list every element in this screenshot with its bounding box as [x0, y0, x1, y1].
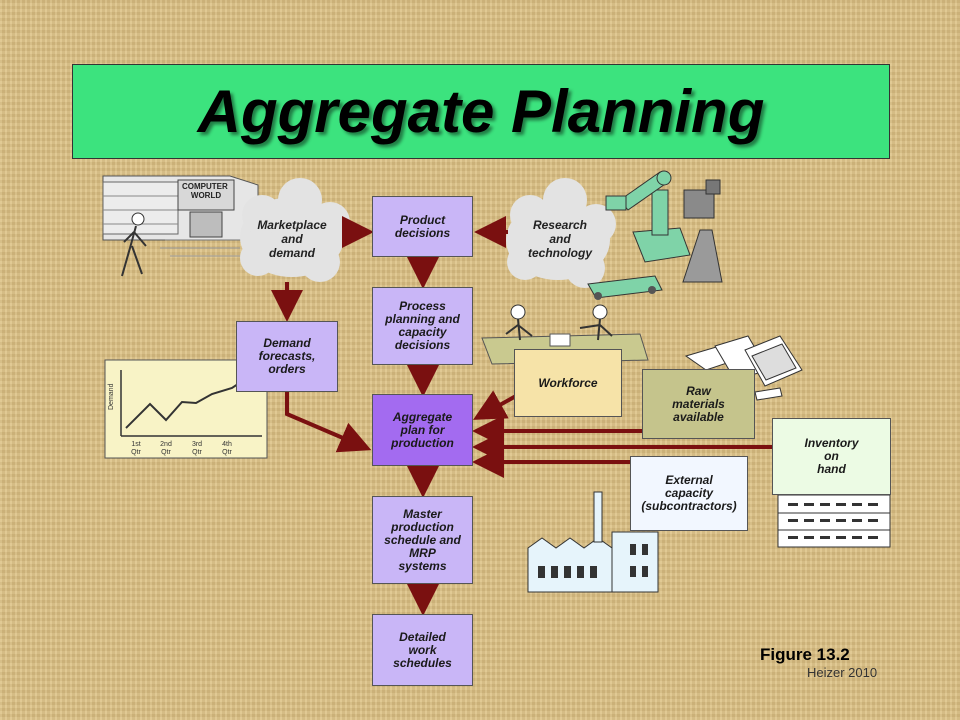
store-sign-line1: COMPUTER: [182, 182, 228, 191]
factory-illustration: [527, 491, 659, 593]
demand-forecasts-box: Demand forecasts, orders: [236, 321, 338, 392]
credit-text: Heizer 2010: [807, 665, 878, 680]
tick-1st: 1st: [131, 441, 140, 448]
tick-3rd: 3rd: [192, 441, 202, 448]
process-planning-box: Process planning and capacity decisions: [372, 287, 473, 365]
detailed-schedules-box: Detailed work schedules: [372, 614, 473, 686]
title-banner: Aggregate Planning: [72, 64, 890, 159]
product-decisions-box: Product decisions: [372, 196, 473, 257]
arrow-demand-to-aggregate: [285, 392, 372, 453]
marketplace-cloud: [240, 178, 350, 282]
store-illustration: [102, 175, 259, 277]
figure-label: Figure 13.2: [760, 645, 850, 664]
workforce-box: Workforce: [514, 349, 622, 417]
aggregate-plan-box: Aggregate plan for production: [372, 394, 473, 466]
raw-materials-box: Raw materials available: [642, 369, 755, 439]
store-sign: COMPUTER WORLD: [182, 182, 230, 200]
arrow-workforce-to-aggregate: [473, 390, 517, 420]
tick-qtr-4: Qtr: [222, 449, 232, 456]
external-capacity-box: External capacity (subcontractors): [630, 456, 748, 531]
robot-illustration: [587, 170, 723, 300]
tick-2nd: 2nd: [160, 441, 172, 448]
research-cloud-label: Research and technology: [527, 218, 592, 260]
inventory-illustration: [777, 494, 891, 548]
tick-qtr-3: Qtr: [192, 449, 202, 456]
inventory-box: Inventory on hand: [772, 418, 891, 495]
master-schedule-box: Master production schedule and MRP syste…: [372, 496, 473, 584]
store-sign-line2: WORLD: [191, 191, 221, 200]
tick-qtr-1: Qtr: [131, 449, 141, 456]
marketplace-cloud-label: Marketplace and demand: [257, 218, 327, 260]
research-cloud: [506, 178, 616, 288]
page-title: Aggregate Planning: [197, 78, 765, 145]
arrows: [271, 216, 772, 616]
tick-4th: 4th: [222, 441, 232, 448]
tick-qtr-2: Qtr: [161, 449, 171, 456]
mini-chart-ylabel: Demand: [108, 383, 115, 410]
materials-illustration: [684, 335, 803, 401]
